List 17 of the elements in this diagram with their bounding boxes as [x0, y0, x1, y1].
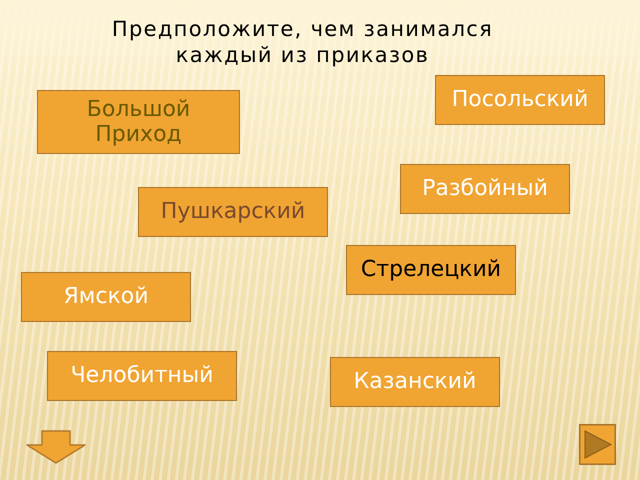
term-label: Пушкарский: [160, 199, 306, 225]
term-box: [37, 90, 240, 154]
term-box: [435, 75, 605, 125]
term-label: Разбойный: [422, 176, 548, 202]
term-label: Посольский: [452, 87, 588, 113]
term-box: [47, 351, 237, 401]
term-box: [138, 187, 328, 237]
slide-title: Предположите, чем занимался каждый из приказов: [110, 16, 494, 68]
term-box: [21, 272, 191, 322]
term-label: Челобитный: [70, 363, 214, 389]
term-box: [400, 164, 570, 214]
term-label: Большой Приход: [86, 96, 192, 148]
term-label: Ямской: [63, 284, 149, 310]
term-label: Стрелецкий: [360, 257, 502, 283]
term-label: Казанский: [354, 369, 476, 395]
term-box: [330, 357, 500, 407]
term-box: [346, 245, 516, 295]
